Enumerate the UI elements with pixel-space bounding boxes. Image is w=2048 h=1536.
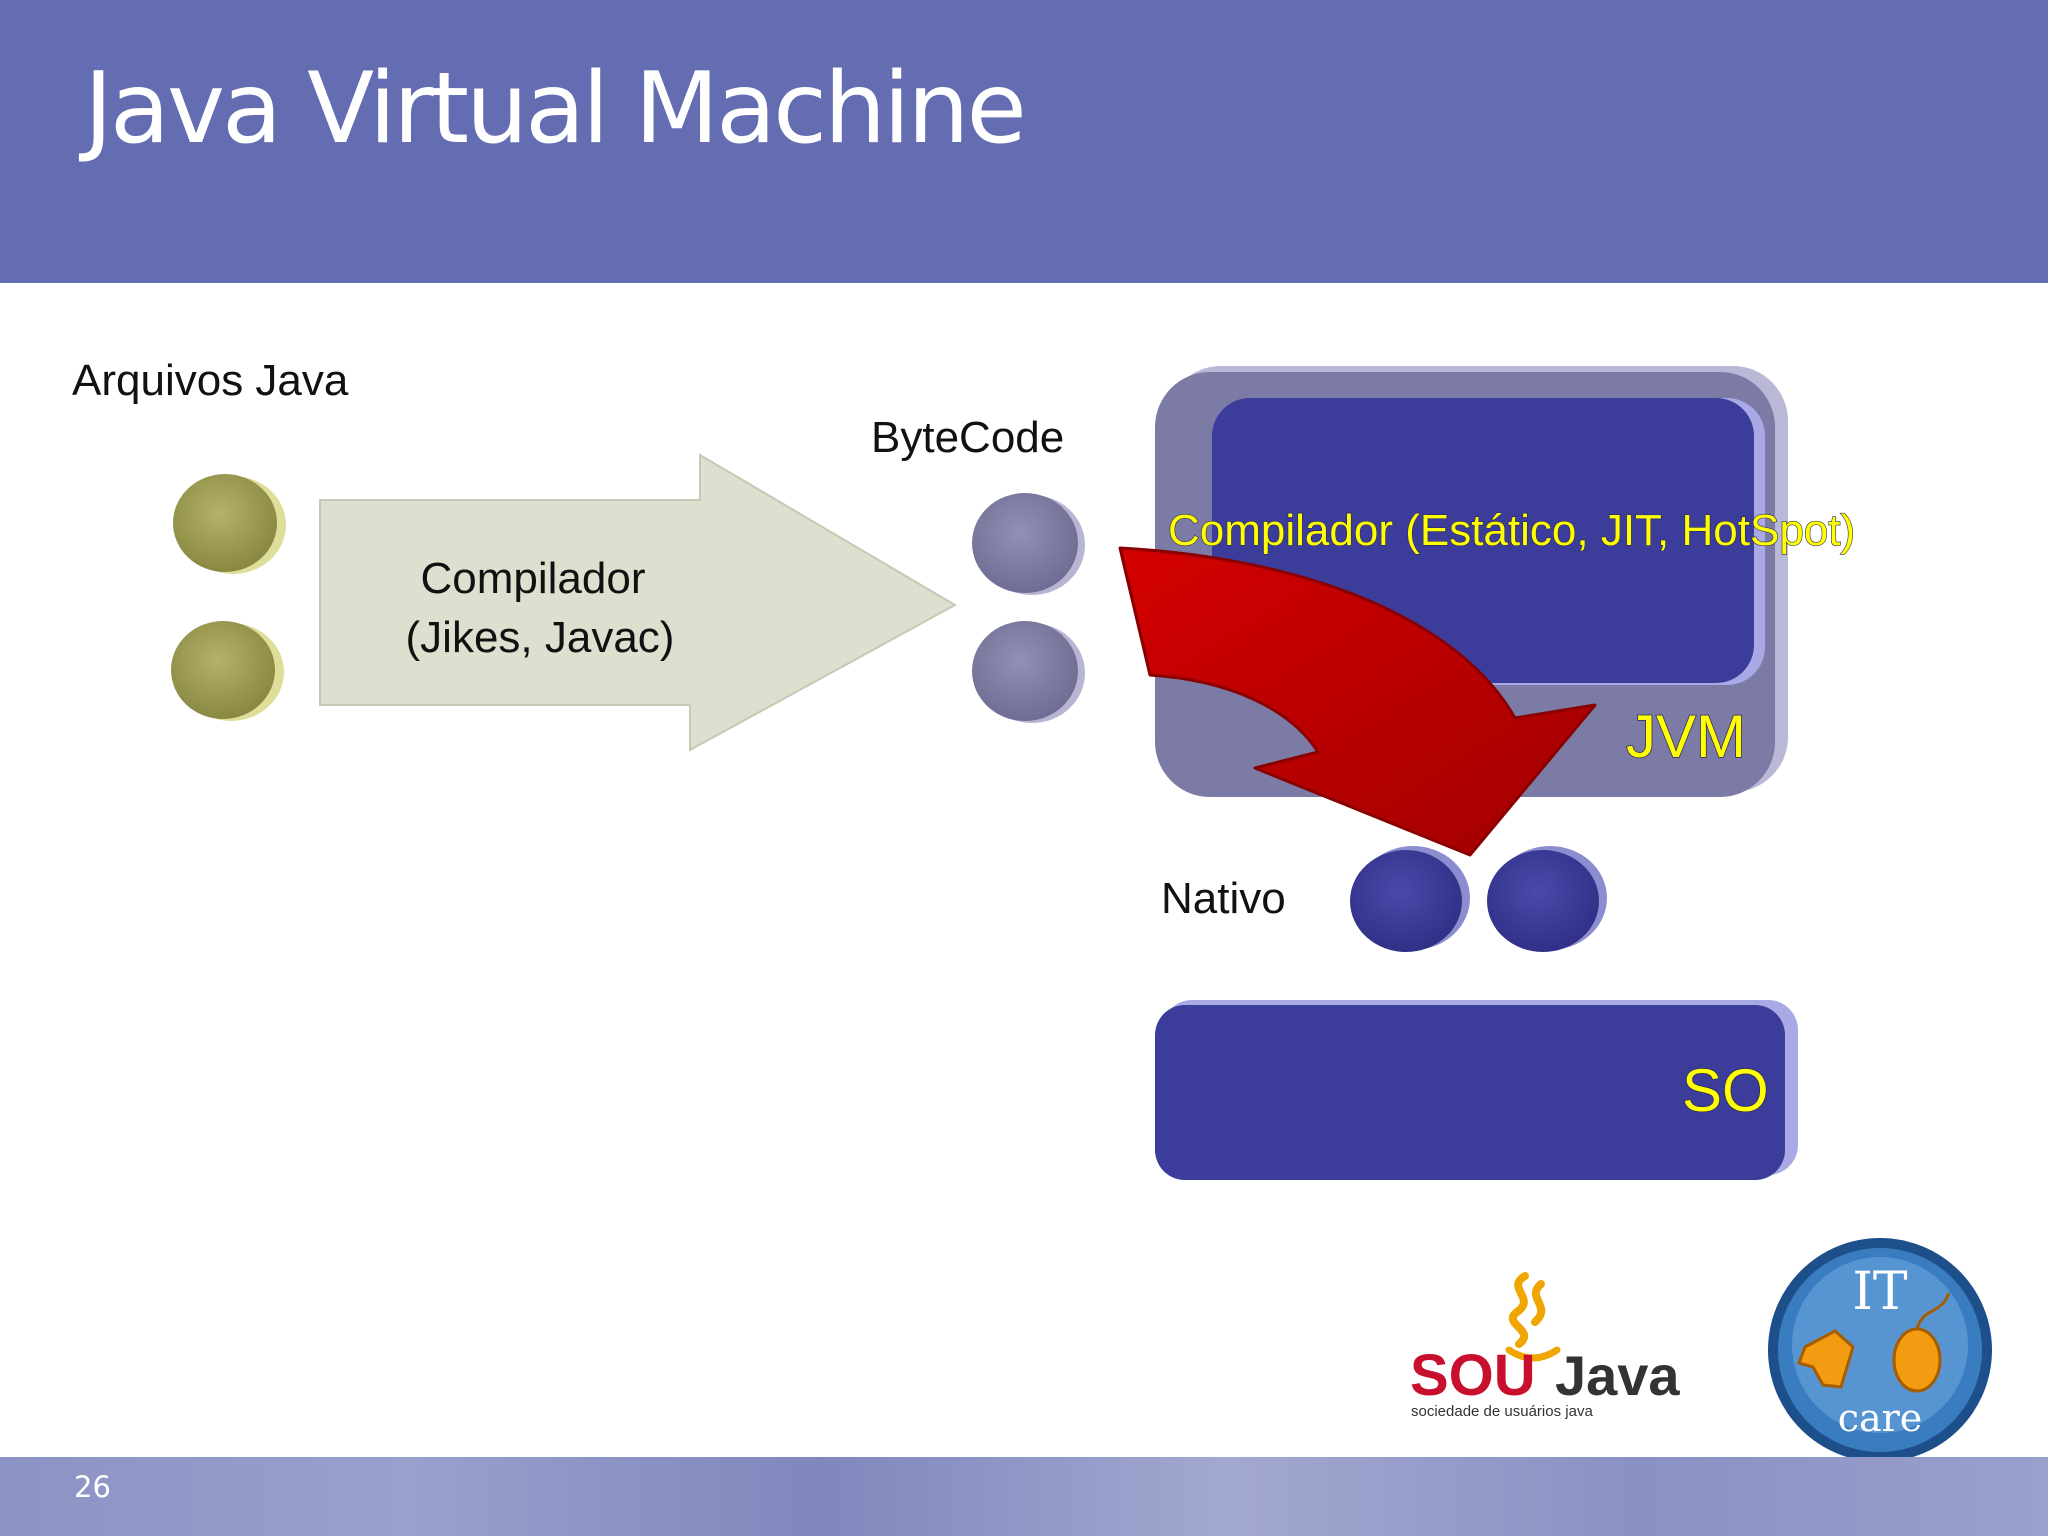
steam-icon [1508, 1272, 1546, 1348]
jvm-label: JVM [1626, 703, 1746, 770]
itcare-logo: IT care [1768, 1238, 1992, 1462]
bytecode-dot-2 [972, 621, 1085, 723]
source-files-label: Arquivos Java [72, 356, 349, 405]
source-file-dot-1 [173, 474, 286, 574]
os-label: SO [1682, 1057, 1769, 1124]
itcare-bottom: care [1838, 1396, 1923, 1440]
compile-arrow-sublabel: (Jikes, Javac) [406, 613, 675, 662]
compile-arrow-label: Compilador [421, 554, 646, 603]
soujava-java: Java [1555, 1344, 1680, 1407]
native-dot-1 [1350, 846, 1470, 952]
itcare-top: IT [1852, 1262, 1908, 1322]
native-dot-2 [1487, 846, 1607, 952]
page-number: 26 [74, 1470, 111, 1504]
compile-arrow [319, 453, 958, 752]
jvm-diagram: Arquivos Java Compilador (Jikes, Javac) … [72, 356, 1856, 1180]
jit-red-arrow [1118, 546, 1597, 857]
hand-icon [1797, 1329, 1855, 1389]
title-bar [0, 0, 2048, 283]
native-label: Nativo [1161, 874, 1286, 923]
os-box [1155, 1005, 1785, 1180]
source-file-dot-2 [171, 621, 284, 721]
soujava-sou: SOU [1410, 1343, 1536, 1408]
mouse-icon [1892, 1327, 1942, 1393]
bytecode-label: ByteCode [871, 413, 1064, 462]
soujava-logo: SOU Java sociedade de usuários java [1410, 1272, 1680, 1420]
slide-title: Java Virtual Machine [84, 52, 1027, 166]
bytecode-dot-1 [972, 493, 1085, 595]
jvm-compiler-label: Compilador (Estático, JIT, HotSpot) [1168, 506, 1855, 555]
soujava-tagline: sociedade de usuários java [1411, 1403, 1593, 1420]
footer-bar [0, 1457, 2048, 1536]
